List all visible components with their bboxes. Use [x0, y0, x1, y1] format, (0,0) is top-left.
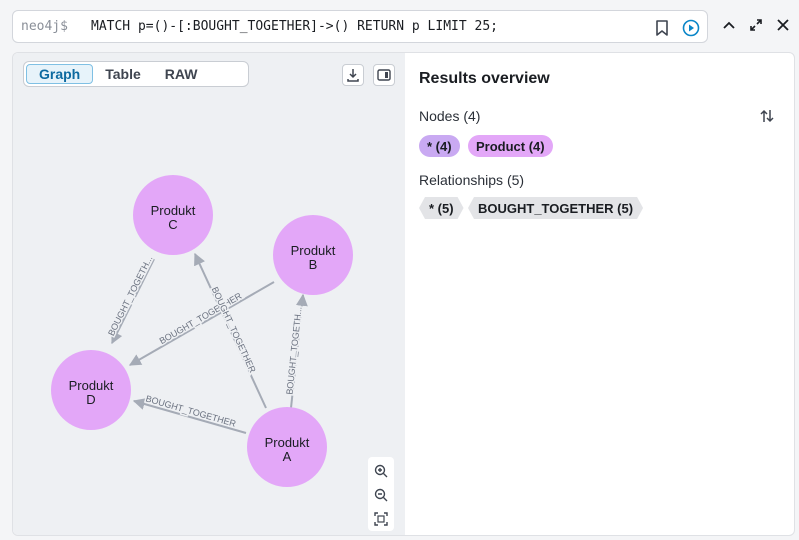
edge-a-d[interactable]: BOUGHT_TOGETHER: [132, 392, 247, 434]
edge-b-d[interactable]: BOUGHT_TOGETHER: [128, 281, 275, 366]
node-label: Produkt: [291, 243, 336, 258]
tab-graph[interactable]: Graph: [26, 64, 94, 84]
node-label: Produkt: [151, 203, 196, 218]
edge-a-b[interactable]: BOUGHT_TOGETH...: [283, 293, 308, 409]
node-sublabel: D: [86, 392, 95, 407]
node-produkt-d[interactable]: Produkt D: [51, 350, 131, 430]
results-title: Results overview: [419, 70, 550, 87]
download-button[interactable]: [342, 64, 364, 86]
edge-a-c[interactable]: BOUGHT_TOGETHER: [194, 252, 267, 409]
edge-label: BOUGHT_TOGETH...: [106, 254, 154, 337]
close-icon[interactable]: [774, 16, 792, 34]
fit-to-screen-icon[interactable]: [371, 509, 391, 529]
tab-table[interactable]: Table: [105, 66, 141, 82]
node-label: Produkt: [69, 378, 114, 393]
edge-c-d[interactable]: BOUGHT_TOGETH...: [105, 252, 156, 345]
editor-prompt: neo4j$: [21, 19, 68, 34]
nodes-label: Nodes (4): [419, 108, 481, 124]
query-bar: neo4j$ MATCH p=()-[:BOUGHT_TOGETHER]->()…: [0, 0, 799, 52]
node-produkt-c[interactable]: Produkt C: [133, 175, 213, 255]
result-frame: Graph Table RAW BOUGHT_TOGETH... BOUGHT_…: [12, 52, 795, 536]
zoom-in-icon[interactable]: [371, 461, 391, 481]
bookmark-icon[interactable]: [652, 18, 672, 38]
side-panel-icon: [377, 69, 391, 81]
node-label: Produkt: [265, 435, 310, 450]
zoom-out-icon[interactable]: [371, 485, 391, 505]
download-icon: [347, 69, 359, 82]
edge-label: BOUGHT_TOGETHER: [145, 393, 238, 428]
rel-pill-bought-together[interactable]: BOUGHT_TOGETHER (5): [468, 197, 643, 219]
node-sublabel: B: [309, 257, 318, 272]
tab-raw[interactable]: RAW: [164, 66, 198, 82]
edge-label: BOUGHT_TOGETH...: [284, 306, 303, 395]
relationships-label: Relationships (5): [419, 172, 525, 188]
query-text[interactable]: MATCH p=()-[:BOUGHT_TOGETHER]->() RETURN…: [91, 19, 498, 34]
results-overview: Results overview Nodes (4) * (4) Product…: [419, 53, 794, 535]
node-sublabel: A: [283, 449, 292, 464]
rel-pill-all[interactable]: * (5): [419, 197, 464, 219]
run-query-icon[interactable]: [681, 18, 701, 38]
node-pill-product[interactable]: Product (4): [468, 135, 553, 157]
node-sublabel: C: [168, 217, 177, 232]
collapse-icon[interactable]: [720, 16, 738, 34]
zoom-controls: [368, 457, 394, 531]
node-pill-all[interactable]: * (4): [419, 135, 460, 157]
node-produkt-b[interactable]: Produkt B: [273, 215, 353, 295]
graph-visualization[interactable]: Graph Table RAW BOUGHT_TOGETH... BOUGHT_…: [13, 53, 405, 535]
graph-canvas: BOUGHT_TOGETH... BOUGHT_TOGETHER BOUGHT_…: [51, 175, 353, 487]
sort-icon[interactable]: [759, 108, 775, 129]
view-tabs: Graph Table RAW: [23, 61, 249, 87]
query-editor[interactable]: neo4j$ MATCH p=()-[:BOUGHT_TOGETHER]->()…: [12, 10, 708, 43]
node-produkt-a[interactable]: Produkt A: [247, 407, 327, 487]
fullscreen-icon[interactable]: [747, 16, 765, 34]
toggle-panel-button[interactable]: [373, 64, 395, 86]
